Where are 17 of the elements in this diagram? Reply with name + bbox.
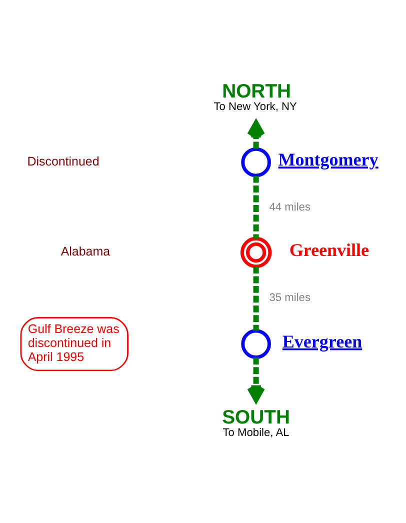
node-text: SOUTH To Mobile, AL [222,406,290,440]
label: Discontinued [27,154,100,168]
node-circle [241,147,271,178]
arrow [247,120,266,149]
node-label: Evergreen [282,331,362,352]
arrow [247,358,266,402]
edge-label: 44 miles [269,202,310,214]
node-label: Greenville [289,240,370,260]
node-circle [240,236,272,268]
edge-label: 35 miles [269,292,310,304]
node-label: Montgomery [278,150,378,170]
connector [253,176,259,238]
label: Alabama [60,244,110,259]
node-circle [241,329,271,359]
node-box: Gulf Breeze was discontinued in April 1995 [20,316,128,372]
connector [253,266,259,331]
node-text: NORTH To New York, NY [214,80,297,114]
